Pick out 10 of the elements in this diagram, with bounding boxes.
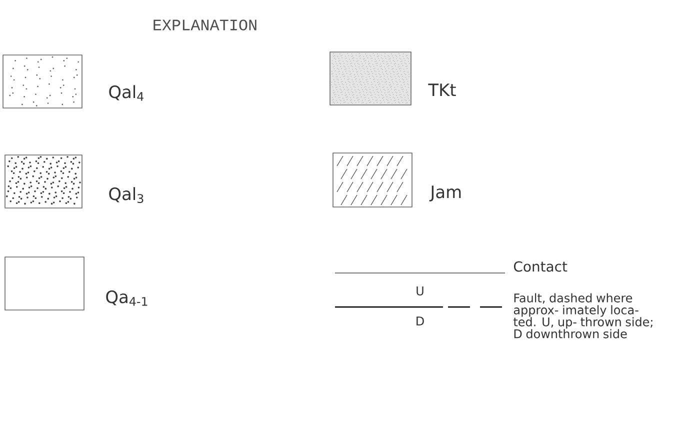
legend-label: Jam bbox=[429, 186, 461, 202]
legend-label: TKt bbox=[428, 84, 456, 96]
legend-label: Qal$_{3}$ bbox=[109, 187, 144, 204]
heading: EXPLANATION bbox=[154, 20, 256, 30]
legend-label: Fault, dashed where approx- imately loca- ted. U, up- thrown side; D downthrown side bbox=[514, 293, 652, 338]
legend-label: Contact bbox=[514, 261, 568, 272]
legend-label: Qal$_{4}$ bbox=[109, 85, 144, 101]
side-label: D bbox=[416, 316, 424, 326]
side-label: U bbox=[416, 286, 424, 296]
legend-label: Qa$_{4-1}$ bbox=[106, 290, 148, 306]
